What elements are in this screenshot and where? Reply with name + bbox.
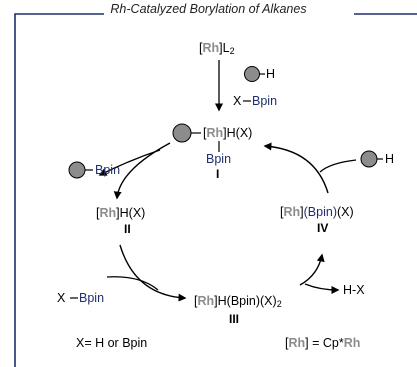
arc-byproduct-branch	[304, 283, 340, 294]
alkane-ball-I	[172, 123, 192, 143]
intermediate-I-rest: H(X)	[226, 126, 253, 140]
intermediate-II-rest: H(X)	[119, 206, 146, 220]
footnote-x-definition: X= H or Bpin	[76, 336, 148, 350]
intermediate-II-label: II	[124, 222, 131, 236]
arc-II-to-III	[119, 244, 187, 302]
precatalyst-label: [Rh]L2	[199, 41, 235, 56]
intermediate-III-formula: [Rh]H(Bpin)(X)2	[194, 294, 282, 309]
lower-reagent-x: X	[57, 291, 66, 305]
diagram-title: Rh-Catalyzed Borylation of Alkanes	[0, 2, 417, 16]
right-reagent-h: H	[385, 152, 395, 166]
intermediate-III-rest: H(Bpin)(X)	[217, 294, 277, 308]
intermediate-IV-label: IV	[317, 221, 329, 235]
arc-IV-to-I	[263, 142, 329, 194]
footnote-rh-metal: Rh	[343, 336, 361, 350]
product-bpin: Bpin	[95, 163, 121, 177]
intermediate-III-rh: Rh	[197, 294, 215, 308]
intermediate-IV-x: (X)	[336, 205, 354, 219]
lower-reagent-bpin: Bpin	[79, 291, 105, 305]
alkane-ball-product	[68, 161, 86, 179]
byproduct-hx: H-X	[343, 283, 365, 297]
footnote-rh-definition: [Rh] = Cp*Rh	[285, 336, 361, 350]
arc-right-reagent-branch	[319, 159, 357, 173]
intermediate-I-bpin: Bpin	[206, 152, 232, 166]
footnote-rh-prefix: Rh	[288, 336, 306, 350]
intermediate-II-formula: [Rh]H(X)	[96, 206, 146, 220]
intermediate-III-subscript: 2	[276, 299, 282, 309]
intermediate-II-rh: Rh	[99, 206, 117, 220]
arc-product-branch	[98, 149, 161, 176]
alkane-h-top: H	[266, 67, 276, 81]
intermediate-I-label: I	[216, 167, 220, 181]
intermediate-IV-rh: Rh	[283, 205, 301, 219]
intermediate-IV-bpin: (Bpin)	[303, 205, 337, 219]
arc-lower-reagent-branch	[106, 276, 159, 291]
alkane-ball-right	[360, 150, 378, 168]
precatalyst-rh: Rh	[202, 41, 220, 55]
intermediate-IV-formula: [Rh](Bpin)(X)	[280, 205, 354, 219]
borane-bpin-top: Bpin	[252, 94, 278, 108]
precatalyst-ligand: L	[222, 41, 230, 55]
alkane-ball-top	[244, 66, 260, 82]
precatalyst-subscript: 2	[229, 46, 235, 56]
frame-border	[14, 13, 110, 367]
intermediate-I-formula: [Rh]H(X)	[203, 126, 253, 140]
arc-I-to-II	[113, 142, 171, 200]
intermediate-III-label: III	[229, 312, 240, 326]
arc-III-to-IV	[299, 253, 325, 286]
intermediate-I-rh: Rh	[206, 126, 224, 140]
footnote-rh-eq: = Cp*	[308, 336, 344, 350]
borane-x-top: X	[233, 94, 242, 108]
